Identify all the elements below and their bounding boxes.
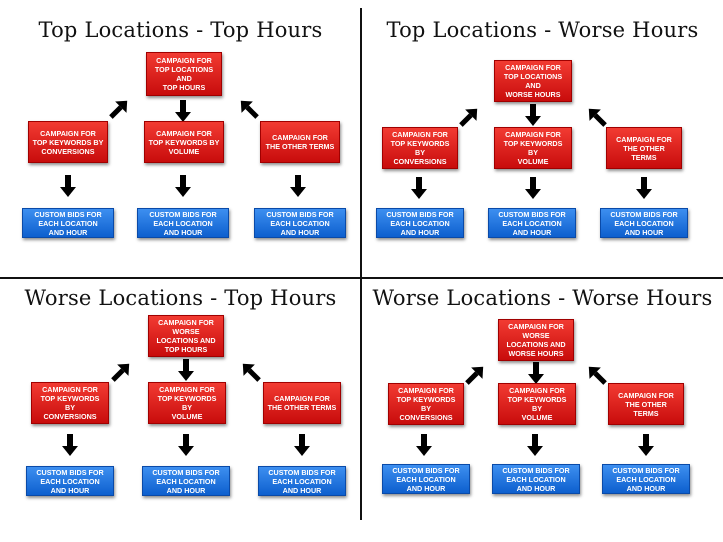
- campaign-box-other-terms: CAMPAIGN FOR THE OTHER TERMS: [608, 383, 684, 425]
- quadrant-title: Worse Locations - Worse Hours: [372, 286, 713, 310]
- bids-box-right: CUSTOM BIDS FOR EACH LOCATION AND HOUR: [600, 208, 688, 238]
- arrow-to-left-campaign: [465, 366, 484, 385]
- arrow-to-right-bids: [294, 434, 310, 456]
- campaign-box-volume: CAMPAIGN FOR TOP KEYWORDS BY VOLUME: [144, 121, 224, 163]
- quadrant-top-locations-worse-hours: Top Locations - Worse Hours CAMPAIGN FOR…: [362, 0, 723, 263]
- quadrant-title: Worse Locations - Top Hours: [24, 286, 337, 310]
- arrow-to-center-bids: [175, 175, 191, 197]
- campaign-box-volume: CAMPAIGN FOR TOP KEYWORDS BY VOLUME: [494, 127, 572, 169]
- arrow-to-center-bids: [527, 434, 543, 456]
- arrow-to-right-campaign: [588, 366, 607, 385]
- arrow-to-left-campaign: [459, 108, 478, 127]
- top-campaign-box: CAMPAIGN FOR TOP LOCATIONS AND WORSE HOU…: [494, 60, 572, 102]
- arrow-to-left-bids: [416, 434, 432, 456]
- campaign-box-other-terms: CAMPAIGN FOR THE OTHER TERMS: [263, 382, 341, 424]
- arrow-to-left-campaign: [111, 363, 130, 382]
- campaign-box-volume: CAMPAIGN FOR TOP KEYWORDS BY VOLUME: [498, 383, 576, 425]
- bids-box-center: CUSTOM BIDS FOR EACH LOCATION AND HOUR: [488, 208, 576, 238]
- campaign-box-other-terms: CAMPAIGN FOR THE OTHER TERMS: [606, 127, 682, 169]
- campaign-box-other-terms: CAMPAIGN FOR THE OTHER TERMS: [260, 121, 340, 163]
- campaign-box-conversions: CAMPAIGN FOR TOP KEYWORDS BY CONVERSIONS: [31, 382, 109, 424]
- bids-box-left: CUSTOM BIDS FOR EACH LOCATION AND HOUR: [382, 464, 470, 494]
- campaign-box-volume: CAMPAIGN FOR TOP KEYWORDS BY VOLUME: [148, 382, 226, 424]
- vertical-divider: [360, 8, 362, 520]
- arrow-to-right-campaign: [588, 108, 607, 127]
- arrow-to-center-campaign: [528, 362, 544, 384]
- bids-box-right: CUSTOM BIDS FOR EACH LOCATION AND HOUR: [254, 208, 346, 238]
- arrow-to-center-campaign: [175, 100, 191, 122]
- flow-arrows: [416, 362, 654, 456]
- bids-box-left: CUSTOM BIDS FOR EACH LOCATION AND HOUR: [376, 208, 464, 238]
- bids-box-center: CUSTOM BIDS FOR EACH LOCATION AND HOUR: [137, 208, 229, 238]
- arrow-to-center-bids: [178, 434, 194, 456]
- campaign-box-conversions: CAMPAIGN FOR TOP KEYWORDS BY CONVERSIONS: [382, 127, 458, 169]
- bids-box-left: CUSTOM BIDS FOR EACH LOCATION AND HOUR: [22, 208, 114, 238]
- flow-arrows: [62, 359, 310, 456]
- arrow-to-left-bids: [60, 175, 76, 197]
- arrow-to-right-bids: [290, 175, 306, 197]
- arrow-to-right-campaign: [242, 363, 261, 382]
- horizontal-divider: [0, 277, 723, 279]
- top-campaign-box: CAMPAIGN FOR WORSE LOCATIONS AND WORSE H…: [498, 319, 574, 361]
- flow-arrows: [411, 104, 652, 199]
- campaign-box-conversions: CAMPAIGN FOR TOP KEYWORDS BY CONVERSIONS: [28, 121, 108, 163]
- bids-box-center: CUSTOM BIDS FOR EACH LOCATION AND HOUR: [492, 464, 580, 494]
- arrow-to-center-bids: [525, 177, 541, 199]
- flow-arrows: [60, 100, 306, 197]
- quadrant-title: Top Locations - Worse Hours: [386, 18, 699, 42]
- quadrant-worse-locations-worse-hours: Worse Locations - Worse Hours CAMPAIGN F…: [362, 279, 723, 542]
- bids-box-right: CUSTOM BIDS FOR EACH LOCATION AND HOUR: [258, 466, 346, 496]
- quadrant-top-locations-top-hours: Top Locations - Top Hours CAMPAIGN FOR T…: [0, 0, 361, 263]
- arrow-to-center-campaign: [178, 359, 194, 381]
- quadrant-worse-locations-top-hours: Worse Locations - Top Hours CAMPAIGN FOR…: [0, 279, 361, 542]
- arrow-to-right-bids: [638, 434, 654, 456]
- top-campaign-box: CAMPAIGN FOR TOP LOCATIONS AND TOP HOURS: [146, 52, 222, 96]
- arrow-to-center-campaign: [525, 104, 541, 126]
- bids-box-center: CUSTOM BIDS FOR EACH LOCATION AND HOUR: [142, 466, 230, 496]
- bids-box-left: CUSTOM BIDS FOR EACH LOCATION AND HOUR: [26, 466, 114, 496]
- campaign-box-conversions: CAMPAIGN FOR TOP KEYWORDS BY CONVERSIONS: [388, 383, 464, 425]
- quadrant-title: Top Locations - Top Hours: [38, 18, 323, 42]
- arrow-to-left-campaign: [109, 100, 128, 119]
- arrow-to-right-campaign: [240, 100, 259, 119]
- arrow-to-right-bids: [636, 177, 652, 199]
- arrow-to-left-bids: [411, 177, 427, 199]
- bids-box-right: CUSTOM BIDS FOR EACH LOCATION AND HOUR: [602, 464, 690, 494]
- arrow-to-left-bids: [62, 434, 78, 456]
- top-campaign-box: CAMPAIGN FOR WORSE LOCATIONS AND TOP HOU…: [148, 315, 224, 357]
